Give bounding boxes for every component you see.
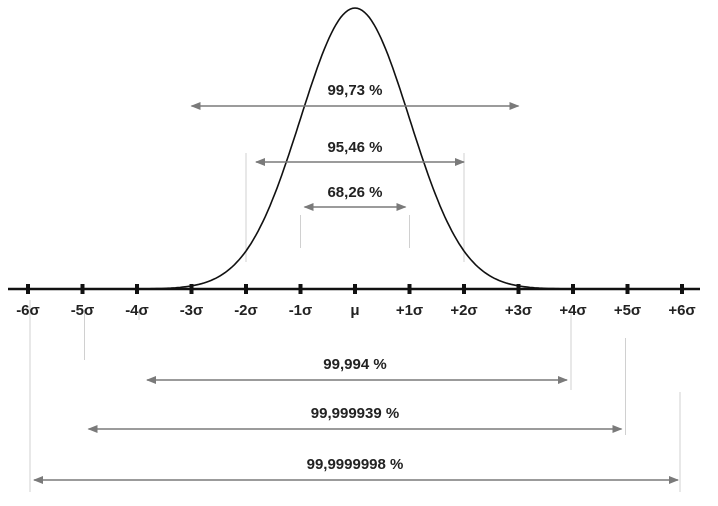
interval-percentage: 99,994 %	[323, 356, 386, 373]
tick-label: +2σ	[450, 302, 477, 319]
axis-tick	[244, 284, 248, 294]
tick-label: +6σ	[668, 302, 695, 319]
tick-label: +5σ	[614, 302, 641, 319]
intervals-below-axis: 99,994 % 99,999939 % 99,9999998 %	[33, 356, 679, 484]
axis-tick	[298, 284, 303, 294]
axis-tick	[462, 284, 466, 294]
tick-label: +1σ	[396, 302, 423, 319]
interval-percentage: 99,9999998 %	[307, 456, 404, 473]
interval-percentage: 99,73 %	[327, 82, 382, 99]
axis-tick	[516, 284, 521, 294]
guide-lines	[29, 153, 681, 492]
tick-label: -6σ	[16, 302, 40, 319]
axis-tick	[407, 284, 412, 294]
tick-label: -2σ	[234, 302, 258, 319]
axis-tick	[625, 284, 630, 294]
tick-label: -4σ	[125, 302, 149, 319]
interval-percentage: 68,26 %	[327, 184, 382, 201]
axis-tick	[26, 284, 30, 294]
axis-tick-labels: -6σ -5σ -4σ -3σ -2σ -1σ μ +1σ +2σ +3σ +4σ +5σ +6σ	[16, 302, 695, 319]
axis-tick	[571, 284, 575, 294]
tick-label: μ	[350, 302, 359, 319]
interval-percentage: 95,46 %	[327, 139, 382, 156]
tick-label: +3σ	[505, 302, 532, 319]
tick-label: +4σ	[559, 302, 586, 319]
tick-label: -5σ	[71, 302, 95, 319]
interval-percentage: 99,999939 %	[311, 405, 399, 422]
axis-tick	[80, 284, 85, 294]
axis-tick	[189, 284, 194, 294]
intervals-above-axis: 99,73 % 95,46 % 68,26 %	[190, 82, 520, 211]
axis-tick	[680, 284, 684, 294]
tick-label: -3σ	[180, 302, 204, 319]
axis-tick	[135, 284, 139, 294]
axis-ticks	[26, 284, 684, 294]
axis-tick	[353, 284, 357, 294]
tick-label: -1σ	[289, 302, 313, 319]
